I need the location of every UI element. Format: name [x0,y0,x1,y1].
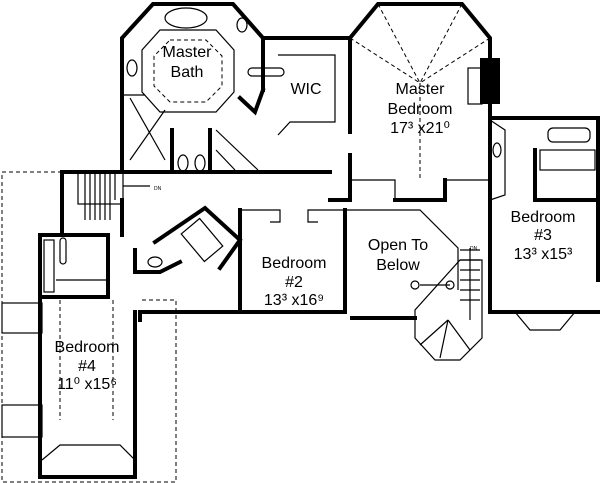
master-bedroom-walls [328,2,500,212]
sink-icon [547,127,591,143]
bedroom-2-walls [138,208,347,322]
sink-icon [126,59,138,77]
bedroom-2-label: #2 [285,274,303,291]
fireplace-icon [480,58,500,104]
hall-walls [60,170,332,237]
tub-icon [164,7,208,29]
master-bath-walls [120,1,265,172]
bedroom-2-dims: 13³ x16⁹ [264,292,324,309]
master-bedroom-label: Master [396,81,446,98]
tub-icon [539,149,596,171]
stair-down-label: DN [470,246,478,252]
bath-3-walls [488,116,600,282]
toilet-icon [194,154,206,172]
toilet-icon [177,154,189,172]
bedroom-4-label: Bedroom [55,339,120,356]
porch-outline [1,171,177,483]
bedroom-4-walls [1,295,137,479]
bedroom-4-dims: 11⁰ x15⁶ [57,376,117,393]
bedroom-4-label: #4 [78,358,96,375]
master-bedroom-label: Bedroom [388,101,453,118]
bedroom-2-label: Bedroom [262,255,327,272]
sink-icon [236,17,248,33]
master-bath-label: Master [163,44,213,61]
open-to-below-label: Open To [368,237,428,254]
open-to-below-label: Below [376,257,420,274]
master-bath-label: Bath [171,64,204,81]
bath-2-walls [133,205,243,274]
open-to-below-walls [345,198,600,361]
bedroom-3-dims: 13³ x15³ [514,246,573,263]
stair-down-label: DN [154,186,162,192]
wic-label: WIC [290,81,321,98]
bath-4-walls [38,233,110,299]
bedroom-3-label: Bedroom [511,209,576,226]
bedroom-3-label: #3 [534,227,552,244]
master-bedroom-dims: 17³ x21⁰ [390,120,450,137]
